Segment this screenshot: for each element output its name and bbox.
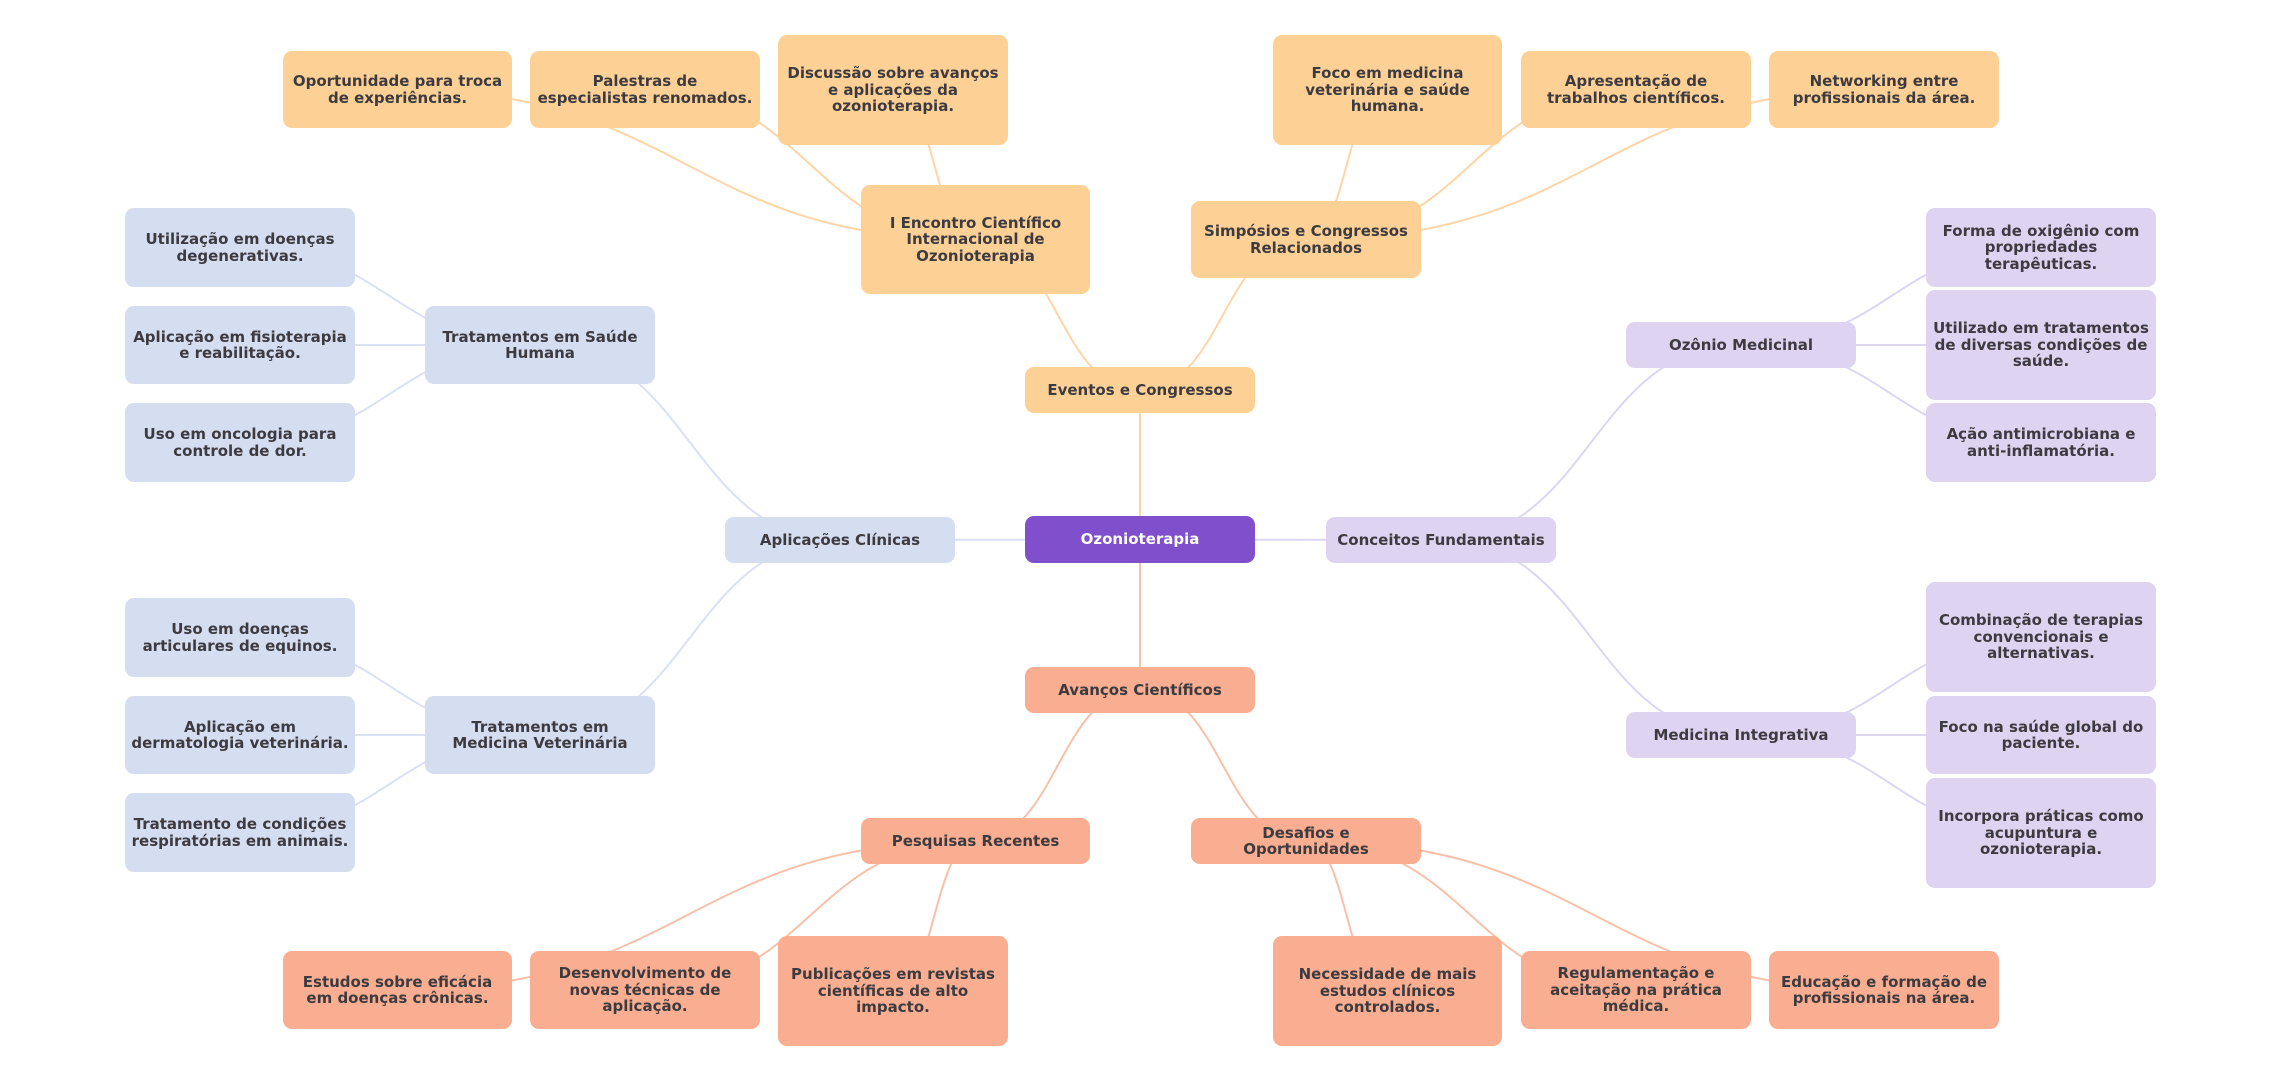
node-label: Apresentação de trabalhos científicos. [1547,72,1725,107]
node-respiratorias[interactable]: Tratamento de condições respiratórias em… [125,793,355,872]
node-fisioterapia[interactable]: Aplicação em fisioterapia e reabilitação… [125,306,355,384]
node-label: Aplicações Clínicas [759,530,921,549]
node-combinacao[interactable]: Combinação de terapias convencionais e a… [1926,582,2156,692]
node-desenvolvimento[interactable]: Desenvolvimento de novas técnicas de apl… [530,951,760,1029]
node-degenerativas[interactable]: Utilização em doenças degenerativas. [125,208,355,287]
node-label: Ação antimicrobiana e anti-inflamatória. [1946,425,2136,460]
node-saude-humana[interactable]: Tratamentos em Saúde Humana [425,306,655,384]
node-palestras[interactable]: Palestras de especialistas renomados. [530,51,760,128]
node-forma[interactable]: Forma de oxigênio com propriedades terap… [1926,208,2156,287]
node-equinos[interactable]: Uso em doenças articulares de equinos. [125,598,355,677]
node-encontro[interactable]: I Encontro Científico Internacional de O… [861,185,1090,294]
node-aplicacoes[interactable]: Aplicações Clínicas [725,517,955,563]
node-foco-saude[interactable]: Foco na saúde global do paciente. [1926,696,2156,774]
node-label: Foco em medicina veterinária e saúde hum… [1305,64,1470,116]
node-apresentacao[interactable]: Apresentação de trabalhos científicos. [1521,51,1751,128]
node-eventos[interactable]: Eventos e Congressos [1025,367,1255,413]
node-label: Ozônio Medicinal [1668,335,1814,354]
node-label: Incorpora práticas como acupuntura e ozo… [1938,807,2144,859]
node-conceitos[interactable]: Conceitos Fundamentais [1326,517,1556,563]
node-label: Tratamentos em Medicina Veterinária [452,717,628,752]
node-label: Pesquisas Recentes [891,831,1060,850]
node-label: Tratamento de condições respiratórias em… [131,815,349,850]
node-label: Utilizado em tratamentos de diversas con… [1933,319,2149,371]
node-foco-med[interactable]: Foco em medicina veterinária e saúde hum… [1273,35,1502,145]
node-dermatologia[interactable]: Aplicação em dermatologia veterinária. [125,696,355,774]
node-veterinaria[interactable]: Tratamentos em Medicina Veterinária [425,696,655,774]
node-label: Eventos e Congressos [1047,380,1233,399]
node-label: Tratamentos em Saúde Humana [442,327,638,362]
node-label: Necessidade de mais estudos clínicos con… [1298,965,1477,1017]
node-label: Estudos sobre eficácia em doenças crônic… [302,972,493,1007]
node-label: Ozonioterapia [1080,530,1200,549]
node-label: Desafios e Oportunidades [1243,823,1369,858]
node-integrativa[interactable]: Medicina Integrativa [1626,712,1856,758]
node-label: Uso em doenças articulares de equinos. [142,620,338,655]
node-label: Foco na saúde global do paciente. [1938,717,2144,752]
node-label: Educação e formação de profissionais na … [1780,972,1988,1007]
link-conceitos-to-ozonio [1440,344,1742,541]
node-educacao[interactable]: Educação e formação de profissionais na … [1769,951,1999,1029]
node-simposios[interactable]: Simpósios e Congressos Relacionados [1191,201,1421,278]
node-label: Medicina Integrativa [1653,725,1829,744]
node-acao[interactable]: Ação antimicrobiana e anti-inflamatória. [1926,403,2156,482]
node-ozonio[interactable]: Ozônio Medicinal [1626,322,1856,368]
node-label: Simpósios e Congressos Relacionados [1204,222,1408,257]
node-label: Aplicação em fisioterapia e reabilitação… [133,327,347,362]
node-label: I Encontro Científico Internacional de O… [889,213,1062,265]
node-networking[interactable]: Networking entre profissionais da área. [1769,51,1999,128]
node-avancos[interactable]: Avanços Científicos [1025,667,1255,713]
node-label: Desenvolvimento de novas técnicas de apl… [558,964,732,1016]
node-regulamentacao[interactable]: Regulamentação e aceitação na prática mé… [1521,951,1751,1029]
node-pesquisas[interactable]: Pesquisas Recentes [861,818,1090,864]
node-label: Combinação de terapias convencionais e a… [1938,611,2144,663]
node-discussao[interactable]: Discussão sobre avanços e aplicações da … [778,35,1008,145]
node-label: Uso em oncologia para controle de dor. [143,425,337,460]
node-label: Utilização em doenças degenerativas. [145,230,335,265]
node-label: Networking entre profissionais da área. [1792,72,1976,107]
node-incorpora[interactable]: Incorpora práticas como acupuntura e ozo… [1926,778,2156,888]
node-label: Publicações em revistas científicas de a… [791,965,995,1017]
node-root[interactable]: Ozonioterapia [1025,516,1255,563]
node-utilizado[interactable]: Utilizado em tratamentos de diversas con… [1926,290,2156,400]
node-desafios[interactable]: Desafios e Oportunidades [1191,818,1421,864]
node-label: Discussão sobre avanços e aplicações da … [787,64,999,116]
node-estudos[interactable]: Estudos sobre eficácia em doenças crônic… [283,951,512,1029]
node-label: Oportunidade para troca de experiências. [292,72,503,107]
node-label: Regulamentação e aceitação na prática mé… [1550,964,1722,1016]
node-label: Forma de oxigênio com propriedades terap… [1942,221,2140,273]
node-oncologia[interactable]: Uso em oncologia para controle de dor. [125,403,355,482]
node-label: Aplicação em dermatologia veterinária. [131,717,349,752]
node-label: Palestras de especialistas renomados. [537,72,753,107]
link-conceitos-to-integrativa [1440,539,1742,736]
node-label: Conceitos Fundamentais [1337,530,1545,549]
node-publicacoes[interactable]: Publicações em revistas científicas de a… [778,936,1008,1046]
node-oportunidade[interactable]: Oportunidade para troca de experiências. [283,51,512,128]
node-label: Avanços Científicos [1058,680,1222,699]
node-necessidade[interactable]: Necessidade de mais estudos clínicos con… [1273,936,1502,1046]
